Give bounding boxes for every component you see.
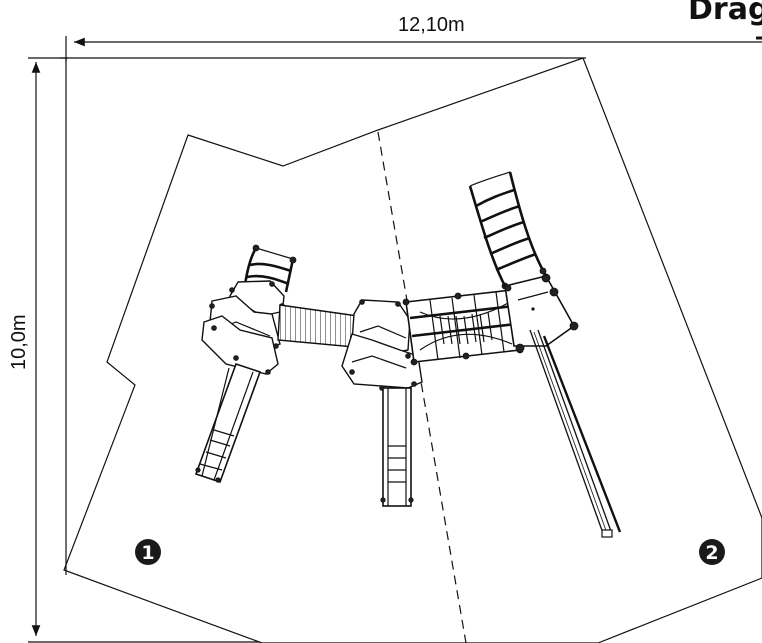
numbered-circle-icon — [135, 539, 161, 565]
zone-marker-2-label: 2 — [705, 542, 718, 564]
width-label: 12,10m — [398, 14, 465, 36]
page-title: Drag — [688, 0, 762, 27]
height-label: 10,0m — [8, 314, 30, 370]
zone-marker-2: 2 — [699, 539, 725, 565]
middle-tower — [341, 299, 423, 391]
slat-bridge — [277, 304, 359, 348]
safety-zone-outline — [63, 57, 762, 643]
middle-slide — [380, 387, 414, 507]
middle-lower-deck — [341, 333, 423, 389]
zone-marker-1: 1 — [135, 539, 161, 565]
left-slide — [194, 362, 262, 484]
zone-marker-1-label: 1 — [141, 542, 154, 564]
zone-divider-line — [377, 131, 467, 643]
height-dimension: 10,0m — [8, 57, 260, 643]
left-tower — [201, 244, 297, 375]
curved-ladder — [468, 171, 548, 292]
right-platform — [501, 273, 579, 353]
width-dimension: 12,10m — [60, 14, 762, 62]
long-slide — [529, 329, 622, 538]
net-tunnel — [402, 286, 524, 366]
numbered-circle-icon — [699, 539, 725, 565]
left-lower-deck — [201, 315, 279, 375]
